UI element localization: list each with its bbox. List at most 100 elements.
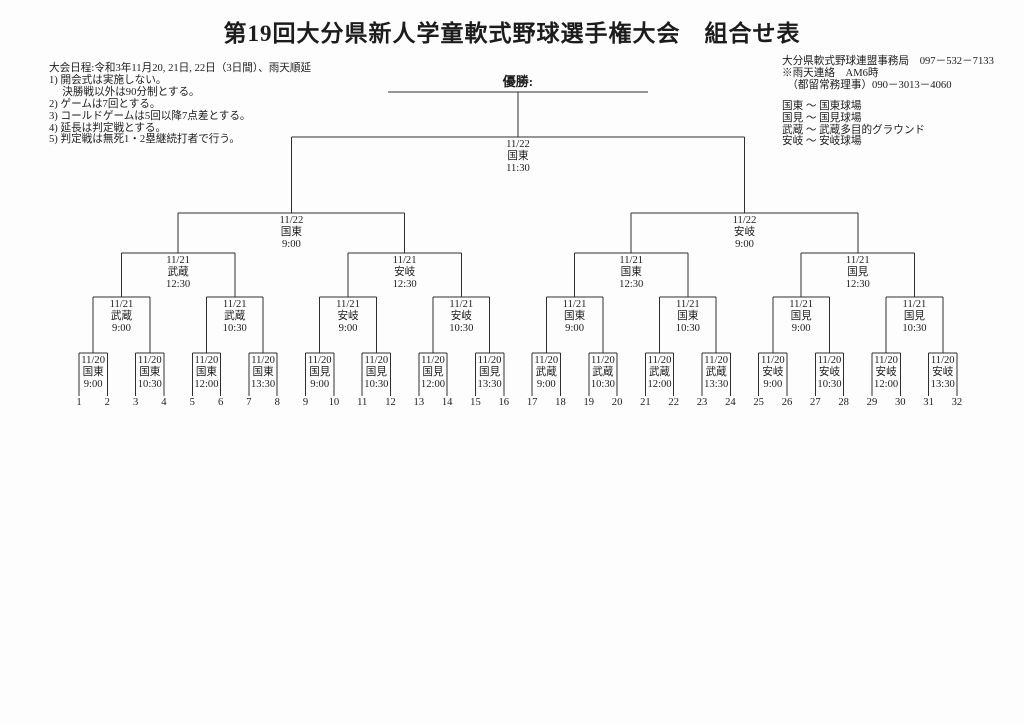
match-venue: 国東 — [139, 367, 161, 378]
match-date: 11/20 — [760, 355, 785, 366]
note-line: 1) 開会式は実施しない。 — [49, 74, 167, 86]
match-date: 11/22 — [506, 139, 530, 150]
match-time: 10:30 — [449, 323, 474, 334]
seed-number: 8 — [274, 397, 280, 408]
seed-number: 19 — [583, 397, 595, 408]
seed-number: 6 — [217, 397, 224, 408]
note-line: 4) 延長は判定戦とする。 — [49, 122, 167, 134]
seed-number: 32 — [951, 397, 963, 408]
note-line: 5) 判定戦は無死1・2塁継続打者で行う。 — [49, 134, 240, 146]
seed-number: 12 — [385, 397, 396, 408]
match-venue: 武蔵 — [110, 311, 133, 322]
venue-line: 安岐 ～ 安岐球場 — [782, 136, 862, 148]
match-date: 11/20 — [137, 355, 162, 366]
match-time: 12:30 — [845, 279, 870, 290]
match-time: 9:00 — [281, 239, 301, 250]
seed-number: 23 — [696, 397, 708, 408]
match-time: 13:30 — [930, 379, 955, 390]
champion-label: 優勝: — [502, 74, 534, 89]
match-venue: 安岐 — [450, 311, 472, 322]
seed-number: 9 — [302, 397, 309, 408]
match-venue: 武蔵 — [648, 367, 671, 378]
match-time: 9:00 — [536, 379, 556, 390]
match-time: 9:00 — [310, 379, 330, 390]
match-venue: 国見 — [903, 311, 926, 322]
seed-number: 25 — [753, 397, 764, 408]
match-venue: 武蔵 — [167, 267, 189, 278]
match-time: 12:30 — [619, 279, 644, 290]
match-date: 11/21 — [166, 255, 190, 266]
match-date: 11/20 — [81, 355, 106, 366]
seed-number: 4 — [161, 397, 167, 408]
seed-number: 22 — [668, 397, 680, 408]
match-date: 11/20 — [477, 355, 502, 366]
match-time: 12:30 — [166, 279, 191, 290]
match-date: 11/22 — [279, 215, 304, 226]
match-date: 11/21 — [109, 299, 134, 310]
seed-number: 28 — [838, 397, 849, 408]
match-time: 12:00 — [647, 379, 672, 390]
match-venue: 安岐 — [762, 367, 784, 378]
match-time: 9:00 — [763, 379, 783, 390]
match-date: 11/21 — [845, 255, 870, 266]
seed-number: 31 — [923, 397, 934, 408]
match-time: 9:00 — [83, 379, 103, 390]
seed-number: 30 — [894, 397, 906, 408]
match-time: 9:00 — [735, 239, 754, 250]
match-date: 11/21 — [675, 299, 700, 310]
match-venue: 武蔵 — [592, 367, 614, 378]
match-time: 10:30 — [817, 379, 842, 390]
match-date: 11/21 — [336, 299, 360, 310]
match-date: 11/20 — [307, 355, 332, 366]
match-time: 12:00 — [420, 379, 446, 390]
match-date: 11/20 — [421, 355, 445, 366]
note-line: 決勝戦以外は90分制とする。 — [49, 86, 200, 98]
match-venue: 安岐 — [733, 227, 756, 238]
match-date: 11/20 — [874, 355, 898, 366]
contact-line: ※雨天連絡 AM6時 — [782, 67, 879, 79]
match-time: 13:30 — [704, 379, 729, 390]
match-venue: 安岐 — [932, 367, 954, 378]
match-date: 11/21 — [392, 255, 417, 266]
match-venue: 国見 — [365, 367, 387, 378]
match-venue: 国東 — [252, 367, 274, 378]
seed-number: 13 — [413, 397, 425, 408]
seed-number: 3 — [132, 397, 139, 408]
seed-number: 20 — [611, 397, 623, 408]
seed-number: 10 — [328, 397, 340, 408]
match-date: 11/21 — [902, 299, 927, 310]
note-line: 2) ゲームは7回とする。 — [49, 98, 161, 110]
match-time: 12:30 — [392, 279, 417, 290]
match-time: 13:30 — [477, 379, 502, 390]
seed-number: 11 — [357, 397, 368, 408]
match-venue: 国見 — [790, 311, 812, 322]
match-venue: 武蔵 — [224, 311, 246, 322]
match-time: 9:00 — [112, 323, 131, 334]
seed-number: 5 — [189, 397, 195, 408]
contact-line: （都留常務理事）090－3013－4060 — [782, 79, 952, 91]
match-date: 11/21 — [222, 299, 247, 310]
match-date: 11/20 — [930, 355, 955, 366]
match-date: 11/20 — [591, 355, 615, 366]
match-venue: 武蔵 — [705, 367, 727, 378]
